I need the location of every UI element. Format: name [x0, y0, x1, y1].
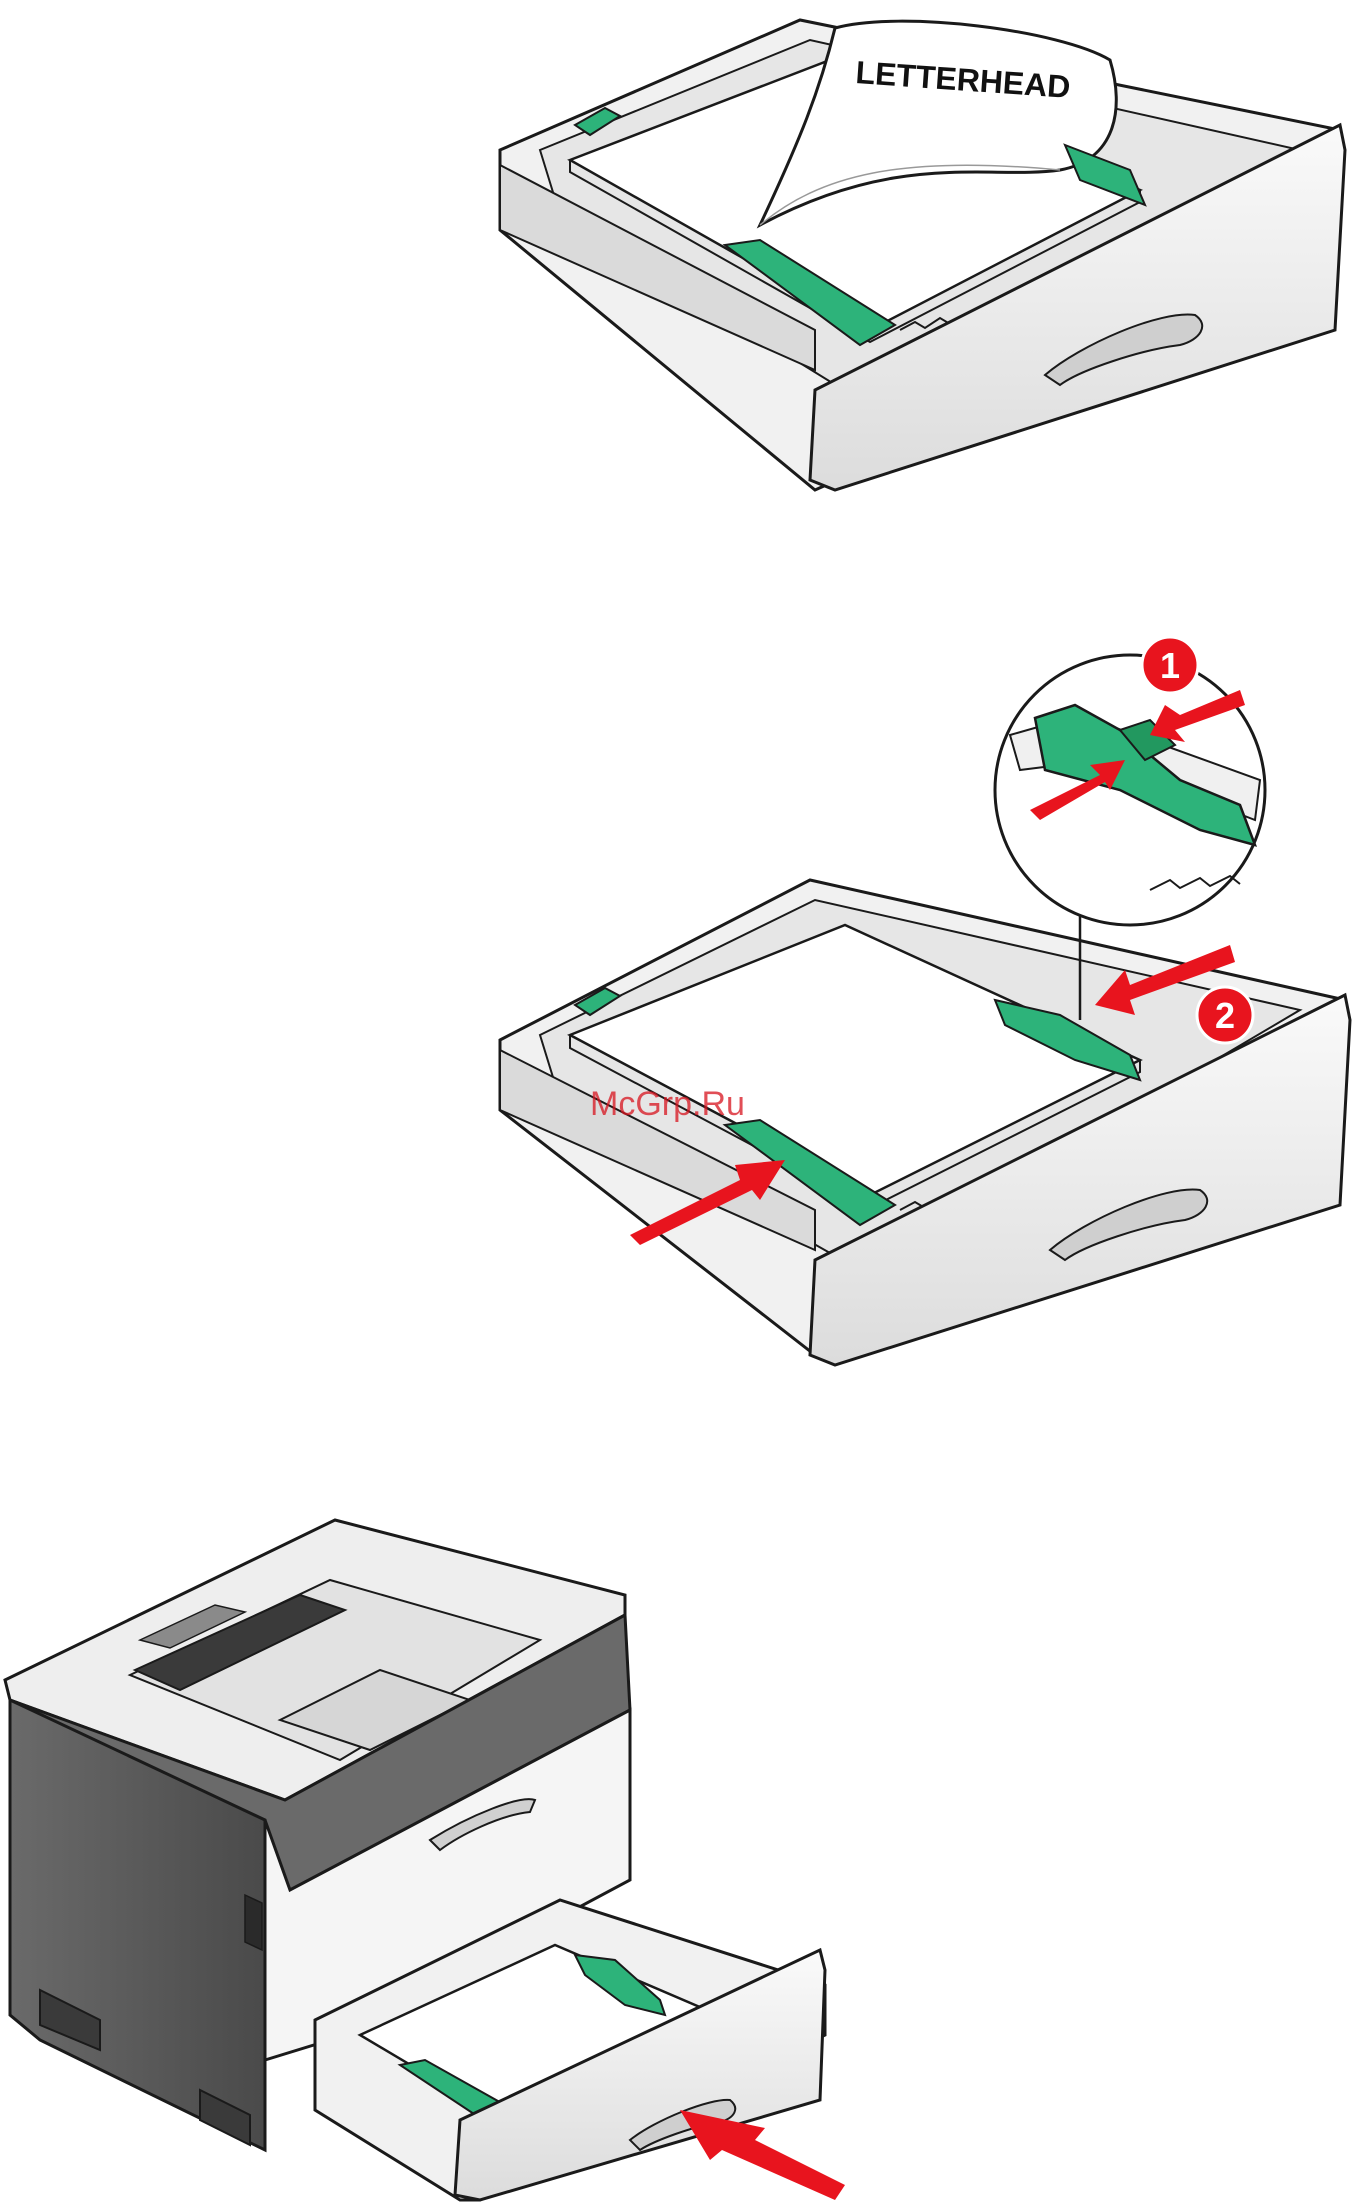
callout-2-label: 2: [1215, 995, 1235, 1036]
side-port: [245, 1895, 262, 1950]
figure-tray-letterhead: LETTERHEAD: [500, 20, 1345, 490]
watermark-text: McGrp.Ru: [590, 1085, 745, 1123]
figure-adjust-guides: 1 2 McGrp.Ru: [500, 637, 1350, 1365]
figure-printer-insert-tray: [5, 1520, 845, 2200]
callout-1-label: 1: [1160, 645, 1180, 686]
insert-arrow: [680, 2110, 845, 2200]
